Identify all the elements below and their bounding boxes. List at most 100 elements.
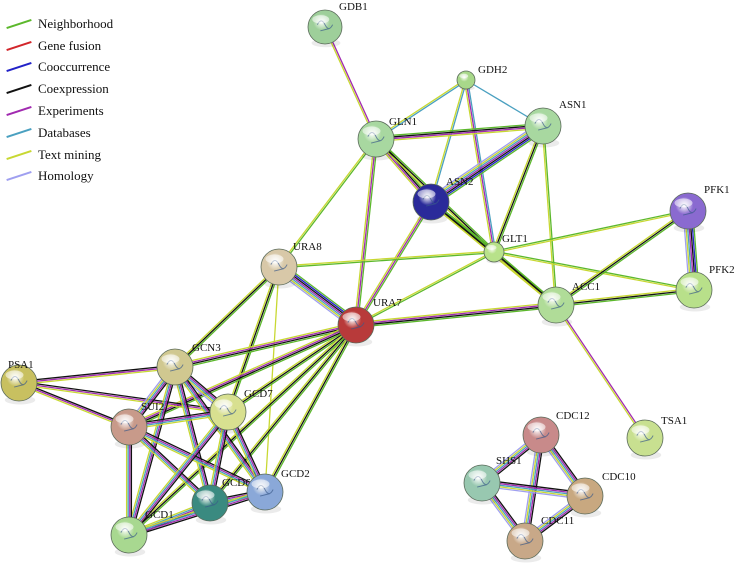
node-sphere[interactable] bbox=[483, 241, 505, 263]
node-highlight bbox=[196, 490, 215, 500]
node-sphere[interactable] bbox=[307, 9, 343, 45]
node-cdc10[interactable]: CDC10 bbox=[566, 471, 636, 518]
edge-line-experiments bbox=[18, 366, 176, 384]
node-psa1[interactable]: PSA1 bbox=[0, 359, 38, 405]
edge-line-text-mining bbox=[541, 126, 556, 306]
node-label: PFK1 bbox=[704, 184, 730, 196]
edge-line-text-mining bbox=[354, 200, 431, 325]
legend-swatch bbox=[6, 40, 32, 51]
edge-line-homology bbox=[427, 121, 541, 199]
node-cdc12[interactable]: CDC12 bbox=[522, 410, 590, 457]
edge-line-databases bbox=[173, 367, 265, 493]
edge-line-experiments bbox=[18, 382, 229, 413]
node-sphere[interactable] bbox=[456, 70, 476, 90]
node-pfk2[interactable]: PFK2 bbox=[675, 264, 735, 312]
node-sphere[interactable] bbox=[626, 419, 664, 457]
node-sphere[interactable] bbox=[669, 192, 707, 230]
node-sphere[interactable] bbox=[463, 464, 501, 502]
edge-line-text-mining bbox=[376, 127, 544, 143]
node-gcd6[interactable]: GCD6 bbox=[191, 477, 251, 525]
node-asn2[interactable]: ASN2 bbox=[412, 176, 474, 224]
edge-line-text-mining bbox=[555, 287, 694, 305]
node-label: ACC1 bbox=[572, 281, 600, 293]
edge-asn1-asn2 bbox=[427, 121, 547, 207]
node-sphere[interactable] bbox=[191, 484, 229, 522]
node-glt1[interactable]: GLT1 bbox=[483, 233, 528, 264]
node-gcd1[interactable]: GCD1 bbox=[110, 509, 174, 557]
node-sphere[interactable] bbox=[156, 348, 194, 386]
edge-line-coexpression bbox=[264, 324, 357, 493]
node-sphere[interactable] bbox=[209, 393, 247, 431]
node-sphere[interactable] bbox=[110, 408, 148, 446]
legend-swatch bbox=[6, 171, 32, 182]
edge-gdb1-gln1 bbox=[323, 26, 378, 140]
node-label: CDC11 bbox=[541, 515, 574, 527]
node-tsa1[interactable]: TSA1 bbox=[626, 415, 687, 460]
node-highlight bbox=[312, 15, 330, 24]
node-cdc11[interactable]: CDC11 bbox=[506, 515, 574, 563]
edge-line-coexpression bbox=[128, 324, 357, 536]
edge-pfk2-acc1 bbox=[555, 287, 695, 308]
edge-line-text-mining bbox=[174, 322, 356, 366]
node-label: GDH2 bbox=[478, 64, 507, 76]
edge-line-neighborhood bbox=[279, 139, 378, 268]
legend-item-homology: Homology bbox=[6, 166, 113, 188]
edge-gln1-ura7 bbox=[353, 138, 379, 326]
edge-line-experiments bbox=[129, 412, 230, 536]
edge-line-text-mining bbox=[353, 138, 376, 325]
node-label: GCD7 bbox=[244, 388, 273, 400]
node-gdh2[interactable]: GDH2 bbox=[456, 64, 507, 91]
edge-ura8-gcn3 bbox=[173, 265, 281, 369]
node-sphere[interactable] bbox=[246, 473, 284, 511]
edge-line-text-mining bbox=[263, 323, 356, 492]
node-sphere[interactable] bbox=[537, 286, 575, 324]
legend-item-neighborhood: Neighborhood bbox=[6, 13, 113, 35]
node-sphere[interactable] bbox=[524, 107, 562, 145]
edge-line-text-mining bbox=[554, 305, 645, 439]
node-label: ASN2 bbox=[446, 176, 474, 188]
node-acc1[interactable]: ACC1 bbox=[537, 281, 600, 327]
legend-item-coexpression: Coexpression bbox=[6, 78, 113, 100]
edge-line-text-mining bbox=[494, 211, 689, 254]
edge-line-neighborhood bbox=[356, 202, 433, 327]
node-sphere[interactable] bbox=[110, 516, 148, 554]
node-asn1[interactable]: ASN1 bbox=[524, 99, 587, 148]
edge-line-databases bbox=[128, 427, 210, 505]
node-sphere[interactable] bbox=[260, 248, 298, 286]
legend-item-cooccurrence: Cooccurrence bbox=[6, 57, 113, 79]
node-highlight bbox=[486, 245, 497, 250]
edge-sui2-gcd6 bbox=[126, 424, 213, 506]
node-pfk1[interactable]: PFK1 bbox=[669, 184, 730, 233]
node-label: PSA1 bbox=[8, 359, 34, 371]
node-shs1[interactable]: SHS1 bbox=[463, 455, 522, 505]
edge-line-databases bbox=[173, 367, 210, 504]
edge-line-coexpression bbox=[227, 324, 357, 413]
edge-line-experiments bbox=[175, 366, 212, 503]
edge-line-text-mining bbox=[208, 323, 356, 503]
node-sphere[interactable] bbox=[337, 306, 375, 344]
node-gcd7[interactable]: GCD7 bbox=[209, 388, 273, 434]
edge-line-neighborhood bbox=[556, 290, 695, 308]
node-gcn3[interactable]: GCN3 bbox=[156, 342, 221, 389]
node-ura8[interactable]: URA8 bbox=[260, 241, 322, 289]
node-sphere[interactable] bbox=[412, 183, 450, 221]
edge-asn1-acc1 bbox=[541, 125, 558, 306]
edge-line-text-mining bbox=[278, 250, 494, 267]
node-gdb1[interactable]: GDB1 bbox=[307, 1, 368, 48]
node-highlight bbox=[631, 425, 650, 435]
edge-line-coexpression bbox=[555, 289, 695, 306]
edge-line-text-mining bbox=[126, 410, 227, 534]
node-gcd2[interactable]: GCD2 bbox=[246, 468, 310, 514]
legend-item-experiments: Experiments bbox=[6, 100, 113, 122]
node-sphere[interactable] bbox=[566, 477, 604, 515]
node-sui2[interactable]: SUI2 bbox=[110, 401, 164, 449]
node-sphere[interactable] bbox=[506, 522, 544, 560]
node-gln1[interactable]: GLN1 bbox=[357, 116, 417, 161]
edge-line-experiments bbox=[355, 303, 556, 325]
node-sphere[interactable] bbox=[675, 271, 713, 309]
node-sphere[interactable] bbox=[522, 416, 560, 454]
node-ura7[interactable]: URA7 bbox=[337, 297, 402, 347]
edge-ura7-gcd2 bbox=[263, 323, 358, 494]
legend-swatch bbox=[6, 127, 32, 138]
node-highlight bbox=[527, 422, 546, 432]
